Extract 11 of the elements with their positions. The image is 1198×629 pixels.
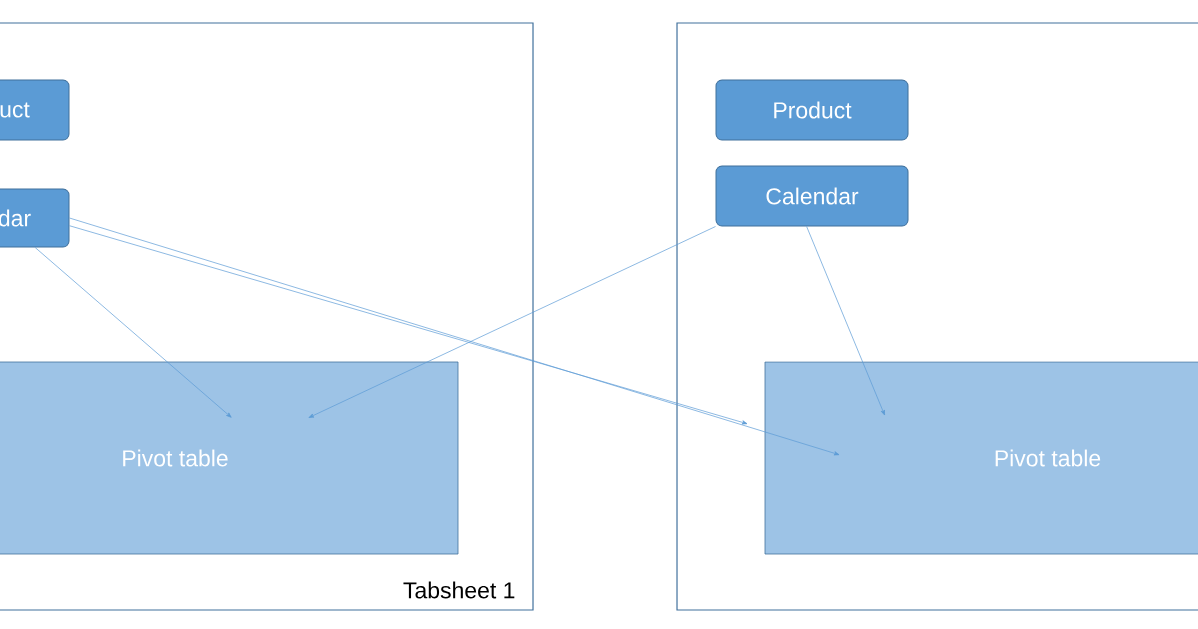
table-button: Product	[715, 79, 909, 141]
pivot-table-box: Pivot table	[764, 361, 1198, 555]
tabsheet-frame	[676, 22, 1198, 611]
arrow	[69, 225, 748, 425]
table-button: uct	[0, 79, 70, 141]
arrow	[69, 217, 840, 456]
table-button: Calendar	[715, 165, 909, 227]
arrow	[308, 226, 716, 418]
pivot-table-box: Pivot table	[0, 361, 459, 555]
arrow	[34, 247, 232, 418]
arrow	[806, 226, 885, 416]
